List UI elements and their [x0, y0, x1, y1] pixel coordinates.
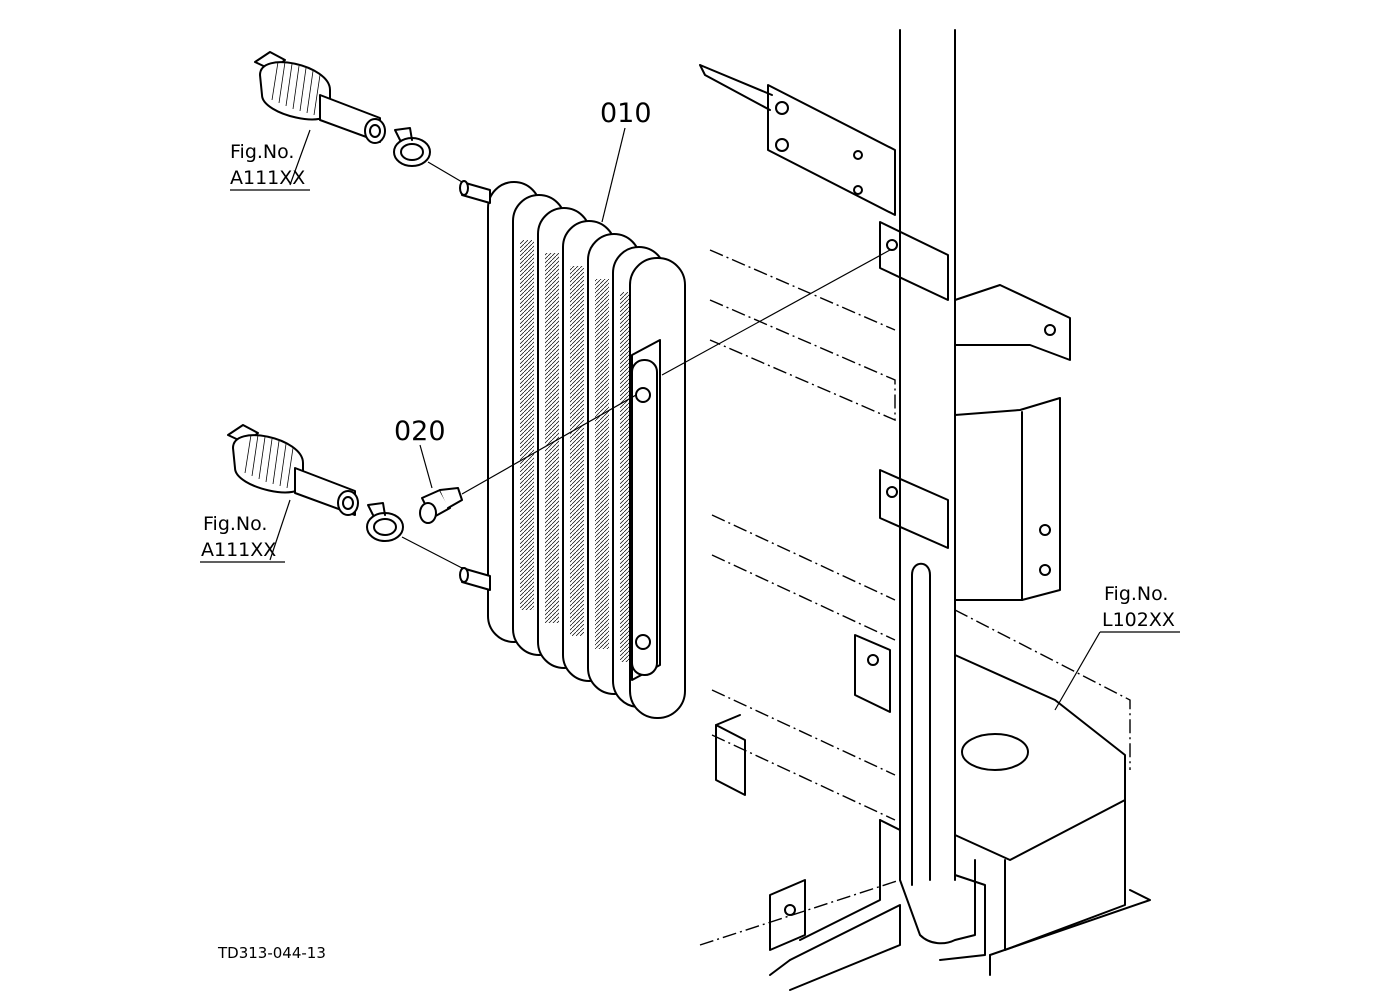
ref-2-code: A111XX [201, 539, 276, 561]
oil-cooler [459, 180, 686, 719]
ref-1-prefix: Fig.No. [230, 141, 294, 163]
hose-bottom [200, 424, 463, 569]
hose-top [230, 51, 463, 191]
frame-outline [699, 29, 1151, 991]
ref-2-prefix: Fig.No. [203, 513, 267, 535]
ref-3-prefix: Fig.No. [1104, 583, 1168, 605]
part-label-010: 010 [600, 98, 652, 129]
leader-l102-angle [1054, 631, 1101, 711]
bolt [419, 249, 891, 524]
part-label-020: 020 [394, 416, 446, 447]
cooler-core-hatch [520, 240, 630, 662]
ref-3-code: L102XX [1102, 609, 1175, 631]
ref-1-code: A111XX [230, 167, 305, 189]
leader-010 [601, 127, 626, 223]
drawing-code: TD313-044-13 [217, 944, 326, 962]
